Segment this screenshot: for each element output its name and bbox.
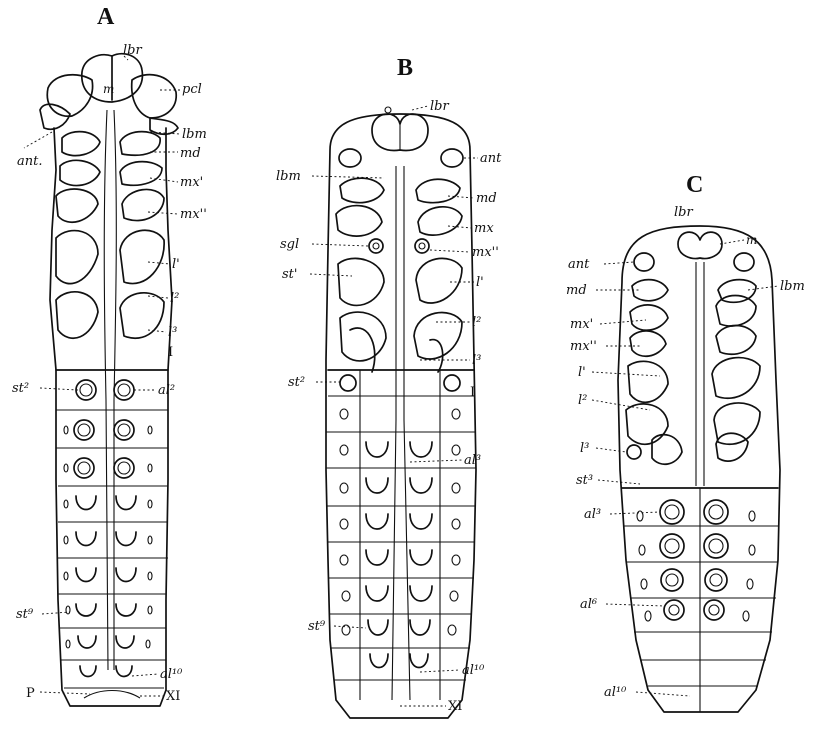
a-label-I: I xyxy=(168,345,173,360)
panel-c-labels: lbr m ant md lbm mx' mx'' l' l² l³ st³ a… xyxy=(566,205,805,700)
panel-b-midline xyxy=(391,166,397,701)
a-label-m: m xyxy=(103,82,114,96)
b-label-st1: st' xyxy=(282,267,297,282)
b-label-mx: mx xyxy=(474,221,494,236)
b-label-md: md xyxy=(476,191,497,206)
b-label-mx2: mx'' xyxy=(472,245,499,260)
panel-a: A xyxy=(12,4,207,707)
panel-b-labels: lbr ant lbm md mx sgl mx'' st' l' l² l³ … xyxy=(276,99,502,714)
a-label-st2: st² xyxy=(12,381,29,396)
c-label-l1: l' xyxy=(578,365,586,380)
panel-a-head xyxy=(39,52,179,136)
c-label-mx2: mx'' xyxy=(570,339,597,354)
a-label-md: md xyxy=(180,146,201,161)
b-label-l3: l³ xyxy=(472,353,481,368)
panel-c-label: C xyxy=(686,172,703,198)
panel-c-body-outline xyxy=(617,225,781,713)
a-label-l2: l² xyxy=(170,291,179,306)
c-label-m: m xyxy=(746,233,757,247)
panel-b: B xyxy=(276,55,502,719)
a-label-XI: XI xyxy=(166,689,180,704)
panel-a-abdomen xyxy=(55,369,169,699)
b-label-l1: l' xyxy=(476,275,484,290)
c-label-lbr: lbr xyxy=(674,205,693,220)
a-label-mx1: mx' xyxy=(180,175,203,190)
c-label-mx1: mx' xyxy=(570,317,593,332)
b-label-st9: st⁹ xyxy=(308,619,326,634)
panel-b-appendages xyxy=(335,177,463,373)
c-label-l2: l² xyxy=(578,393,587,408)
c-label-l3: l³ xyxy=(580,441,589,456)
a-label-P: P xyxy=(26,686,35,701)
b-label-sgl: sgl xyxy=(280,237,299,252)
panel-c-labrum xyxy=(677,231,723,260)
a-label-l3: l³ xyxy=(168,325,177,340)
panel-b-labrum xyxy=(371,113,429,152)
c-label-ant: ant xyxy=(568,257,590,272)
c-label-al3: al³ xyxy=(584,507,601,522)
b-label-I: I xyxy=(470,385,475,400)
panel-b-leaders xyxy=(309,105,478,707)
b-label-lbr: lbr xyxy=(430,99,449,114)
c-label-al10: al¹⁰ xyxy=(604,685,627,700)
c-label-al6: al⁶ xyxy=(580,597,597,612)
panel-c-appendages xyxy=(625,278,761,466)
a-label-lbm: lbm xyxy=(182,127,207,142)
a-label-lbr: lbr xyxy=(123,43,142,58)
b-label-l2: l² xyxy=(472,315,481,330)
c-label-st3: st³ xyxy=(576,473,593,488)
b-label-al3: al³ xyxy=(464,453,481,468)
panel-c-abdomen xyxy=(621,487,779,712)
panel-a-body-outline xyxy=(49,127,173,707)
panel-c-leaders xyxy=(591,239,779,697)
panel-a-label: A xyxy=(97,4,115,30)
a-label-al2: al² xyxy=(158,383,175,398)
panel-c: C xyxy=(566,172,805,713)
panel-a-appendages xyxy=(55,130,165,340)
b-label-al10: al¹⁰ xyxy=(462,663,485,678)
a-label-ant: ant. xyxy=(17,154,42,169)
a-label-pcl: pcl xyxy=(182,82,202,97)
b-label-lbm: lbm xyxy=(276,169,301,184)
b-label-st2: st² xyxy=(288,375,305,390)
b-label-ant: ant xyxy=(480,151,502,166)
a-label-al10: al¹⁰ xyxy=(160,667,183,682)
panel-b-label: B xyxy=(397,55,413,81)
a-label-l1: l' xyxy=(172,257,180,272)
panel-a-midline xyxy=(103,109,109,671)
a-label-mx2: mx'' xyxy=(180,207,207,222)
b-label-XI: XI xyxy=(448,699,462,714)
c-label-lbm: lbm xyxy=(780,279,805,294)
panel-b-body-outline xyxy=(325,113,477,719)
a-label-st9: st⁹ xyxy=(16,607,34,622)
panel-a-labels: lbr m pcl lbm ant. md mx' mx'' l' l² l³ … xyxy=(12,43,207,704)
panel-b-abdomen xyxy=(326,369,476,700)
panel-a-leaders xyxy=(23,55,181,697)
c-label-md: md xyxy=(566,283,587,298)
